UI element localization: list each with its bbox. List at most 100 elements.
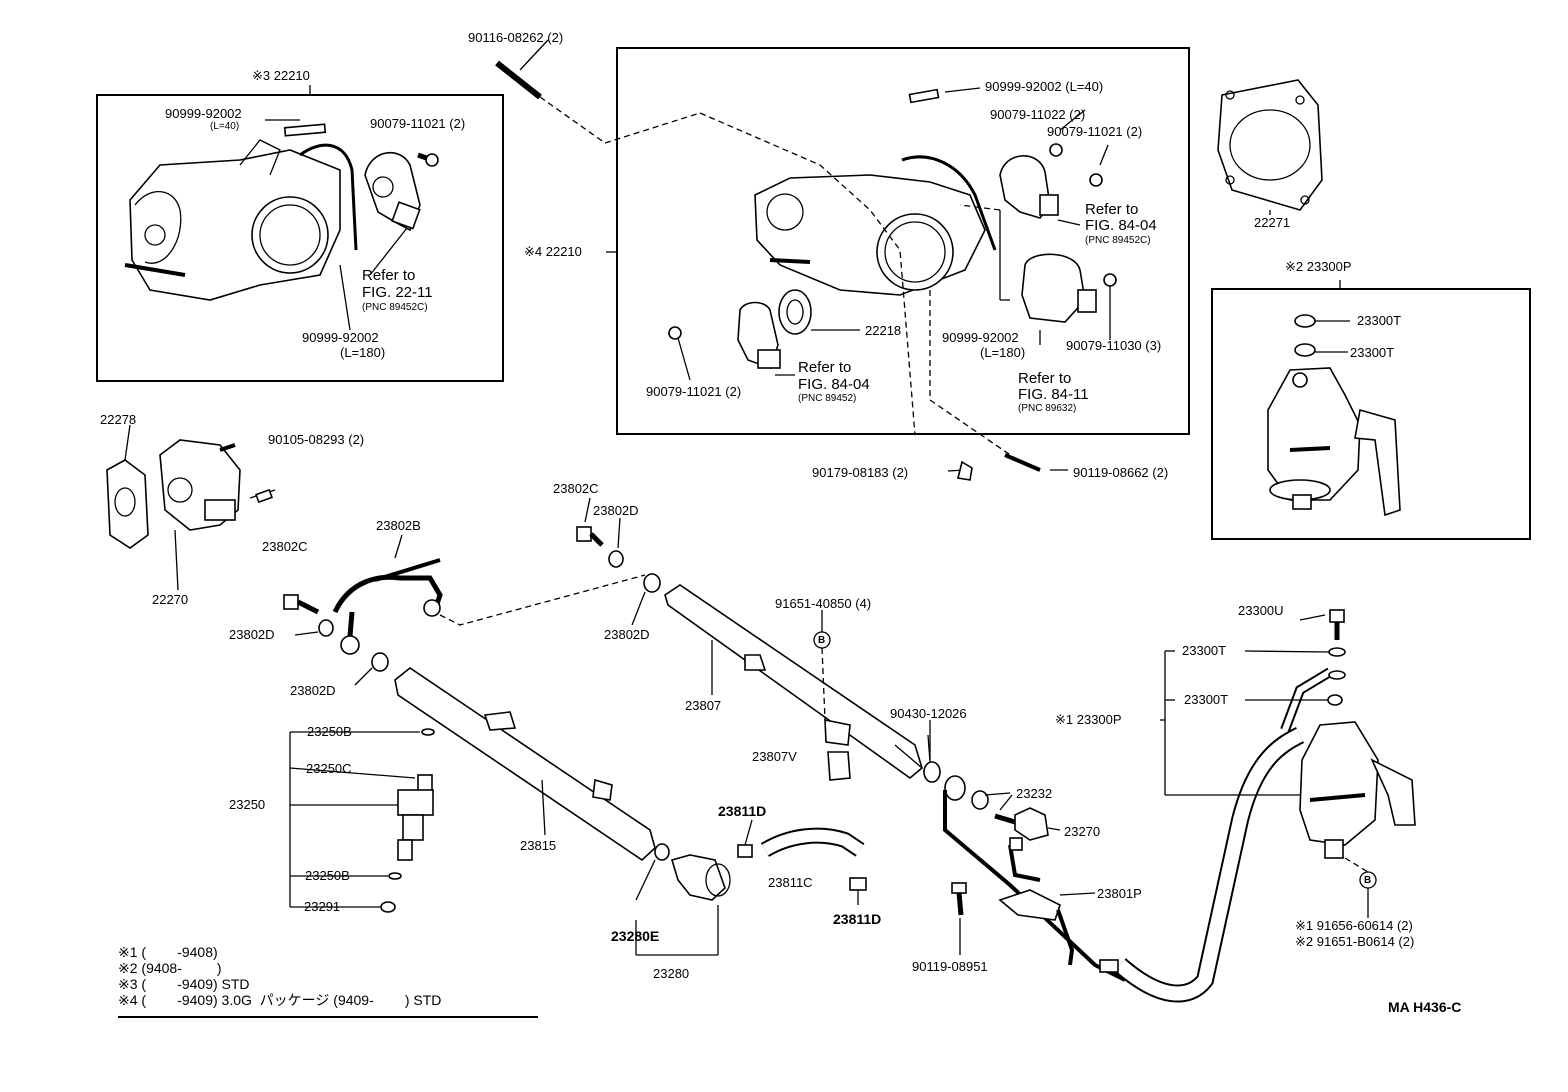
return-pipe-23801p — [923, 667, 1333, 1003]
label-91651-b0614: ※2 91651-B0614 (2) — [1295, 934, 1415, 949]
bolt-23802c-left — [283, 594, 320, 615]
label-fig-84-04a: FIG. 84-04 — [1085, 217, 1157, 234]
label-90079-11030: 90079-11030 (3) — [1066, 338, 1162, 353]
damper-23280 — [635, 819, 867, 956]
label-23250: 23250 — [229, 797, 266, 812]
label-22278: 22278 — [100, 412, 137, 427]
label-23802d-d: 23802D — [290, 683, 336, 698]
delivery-pipe-23815 — [394, 667, 656, 862]
pressure-regulator-1 — [1160, 609, 1416, 918]
label-pnc-22-11: (PNC 89452C) — [362, 302, 428, 313]
label-90430: 90430-12026 — [890, 706, 967, 721]
label-fig-84-11: FIG. 84-11 — [1018, 386, 1089, 403]
label-23280e: 23280E — [611, 928, 660, 944]
legend-line-2: ※2 (9408- ) — [118, 960, 222, 976]
label-90079-11021b: 90079-11021 (2) — [1047, 124, 1143, 139]
box-22210-std — [96, 94, 504, 382]
label-refer-84-04a: Refer to — [1085, 201, 1139, 218]
label-23802c-b: 23802C — [262, 539, 308, 554]
label-90999-180a: 90999-92002 — [302, 330, 379, 345]
label-90116: 90116-08262 (2) — [468, 30, 564, 45]
label-90119-08662: 90119-08662 (2) — [1073, 465, 1169, 480]
label-90119-08951: 90119-08951 — [912, 959, 988, 974]
label-23280: 23280 — [653, 966, 690, 981]
label-22271: 22271 — [1254, 215, 1291, 230]
label-22210-pkg: ※4 22210 — [524, 244, 582, 259]
label-23807v: 23807V — [752, 749, 797, 764]
label-fig-22-11: FIG. 22-11 — [362, 284, 433, 301]
legend-underline — [118, 1016, 538, 1018]
label-23250c: 23250C — [306, 761, 352, 776]
label-23802c-a: 23802C — [553, 481, 599, 496]
label-90079-11021a: 90079-11021 (2) — [370, 116, 466, 131]
label-90999-180b: 90999-92002 — [942, 330, 1019, 345]
label-90079-11022: 90079-11022 (2) — [990, 107, 1086, 122]
stud-90116 — [495, 39, 701, 144]
label-23300u: 23300U — [1238, 603, 1284, 618]
label-pnc-84-04a: (PNC 89452C) — [1085, 235, 1151, 246]
label-23811d-a: 23811D — [718, 803, 767, 819]
label-23815: 23815 — [520, 838, 557, 853]
label-fig-84-04b: FIG. 84-04 — [798, 376, 870, 393]
label-pnc-84-11: (PNC 89632) — [1018, 403, 1077, 414]
box-23300p-2 — [1211, 288, 1531, 540]
label-23300t-d: 23300T — [1184, 692, 1229, 707]
legend-line-1: ※1 ( -9408) — [118, 944, 218, 960]
label-23807: 23807 — [685, 698, 722, 713]
label-23270: 23270 — [1064, 824, 1101, 839]
label-90999-40b: 90999-92002 (L=40) — [985, 79, 1104, 94]
label-23802d-a: 23802D — [593, 503, 639, 518]
sensor-23270 — [994, 807, 1049, 841]
label-23300t-a: 23300T — [1357, 313, 1402, 328]
label-23802b: 23802B — [376, 518, 421, 533]
marker-b-lower: B — [1364, 875, 1372, 886]
diagram-code: MA H436-C — [1388, 999, 1462, 1015]
label-pnc-84-04b: (PNC 89452) — [798, 393, 857, 404]
label-90179: 90179-08183 (2) — [812, 465, 909, 480]
injector-23250 — [289, 728, 435, 913]
label-22210-std: ※3 22210 — [252, 68, 310, 83]
label-23300p-2: ※2 23300P — [1285, 259, 1352, 274]
label-22270: 22270 — [152, 592, 189, 607]
label-90999-40a-length: (L=40) — [210, 121, 240, 132]
label-91651-40850: 91651-40850 (4) — [775, 596, 872, 611]
bolt-90119-08951 — [951, 882, 967, 916]
label-23250b-b: 23250B — [305, 868, 350, 883]
label-90999-40a: 90999-92002 — [165, 106, 242, 121]
fuel-pipe-23802b — [283, 497, 661, 686]
throttle-body-left — [124, 119, 439, 331]
label-23300t-c: 23300T — [1182, 643, 1227, 658]
pressure-regulator-2 — [1267, 314, 1401, 517]
label-23250b-a: 23250B — [307, 724, 352, 739]
label-refer-84-04b: Refer to — [798, 359, 852, 376]
label-23802d-c: 23802D — [604, 627, 650, 642]
legend-line-3: ※3 ( -9409) STD — [118, 976, 250, 992]
throttle-body-right — [668, 87, 1117, 466]
marker-b-upper: B — [818, 635, 826, 646]
label-23811d-b: 23811D — [833, 911, 882, 927]
label-23811c: 23811C — [768, 875, 813, 890]
isc-valve — [106, 424, 276, 591]
label-23801p: 23801P — [1097, 886, 1142, 901]
legend-line-4: ※4 ( -9409) 3.0G パッケージ (9409- ) STD — [118, 992, 442, 1008]
label-refer-84-11: Refer to — [1018, 370, 1072, 387]
label-90999-180a-length: (L=180) — [340, 345, 386, 360]
label-refer-22-11: Refer to — [362, 267, 416, 284]
label-23232: 23232 — [1016, 786, 1053, 801]
label-90079-11021c: 90079-11021 (2) — [646, 384, 742, 399]
label-23300p-1: ※1 23300P — [1055, 712, 1122, 727]
label-90999-180b-length: (L=180) — [980, 345, 1026, 360]
label-91656: ※1 91656-60614 (2) — [1295, 918, 1413, 933]
label-23300t-b: 23300T — [1350, 345, 1395, 360]
gasket-22271 — [1217, 79, 1323, 215]
label-90105: 90105-08293 (2) — [268, 432, 365, 447]
bolt-23802c-right — [576, 526, 604, 547]
label-23802d-b: 23802D — [229, 627, 275, 642]
box-22210-pkg — [616, 47, 1190, 435]
leader-lines — [894, 453, 1068, 796]
label-22218: 22218 — [865, 323, 902, 338]
label-23291: 23291 — [304, 899, 341, 914]
applicability-legend: ※1 ( -9408) ※2 (9408- ) ※3 ( -9409) STD … — [118, 944, 441, 1008]
